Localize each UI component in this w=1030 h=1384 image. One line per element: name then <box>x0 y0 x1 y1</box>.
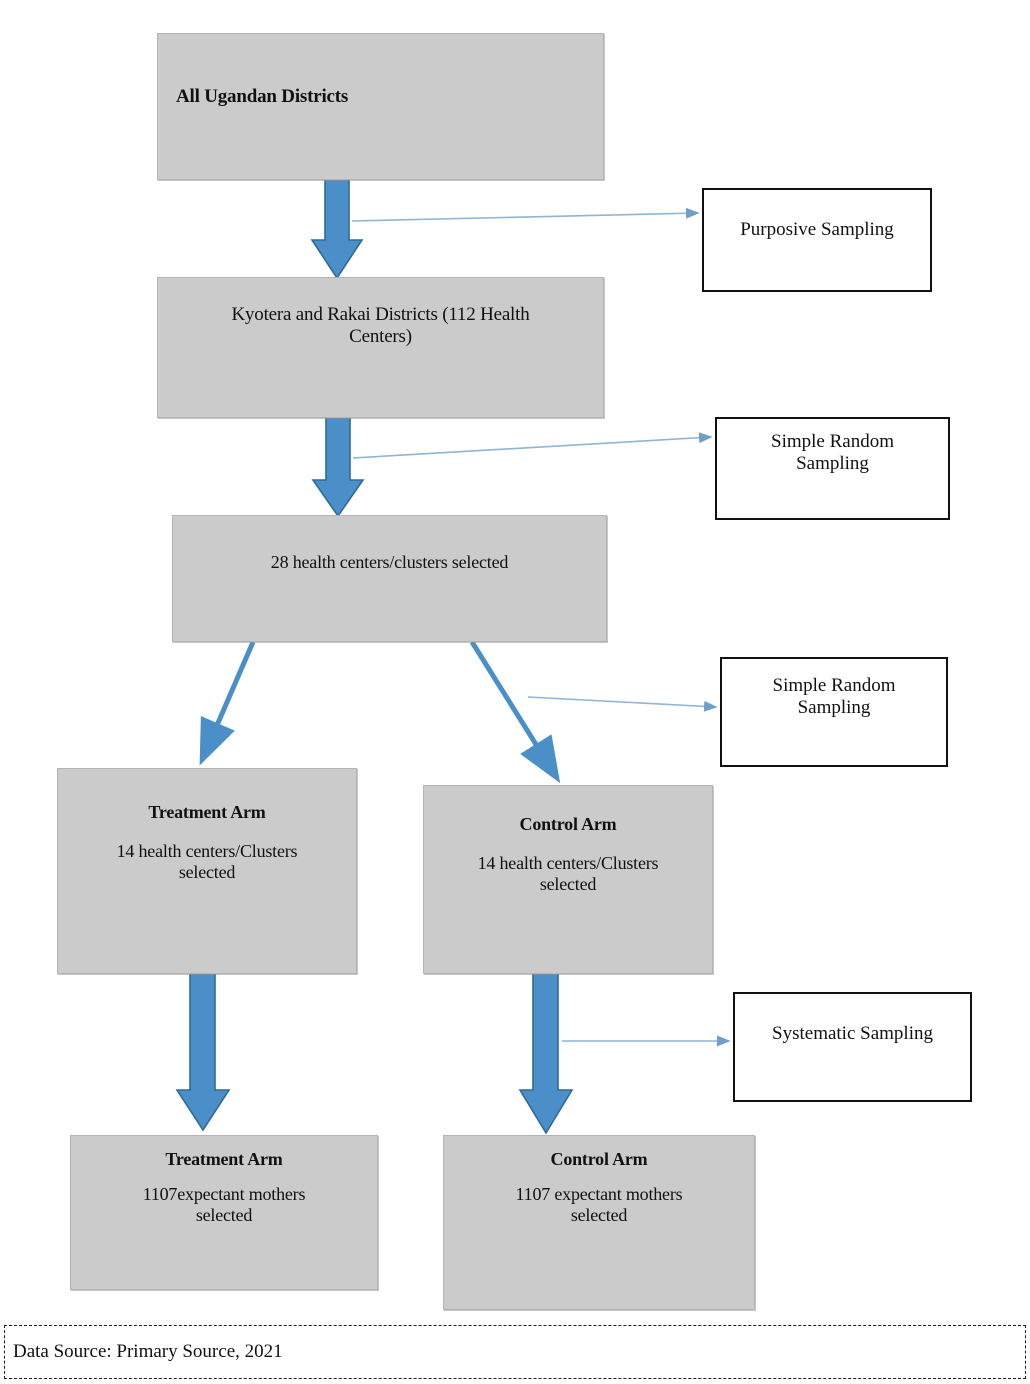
node-label-line2: selected <box>178 862 236 882</box>
block-arrow-kyotera-to-centers <box>311 415 365 518</box>
block-arrow-all-to-kyotera <box>310 177 364 280</box>
node-28-health-centers-selected[interactable]: 28 health centers/clusters selected <box>172 515 607 642</box>
sidebox-simple-random-sampling-1[interactable]: Simple Random Sampling <box>715 417 950 520</box>
node-control-arm-mothers[interactable]: Control Arm 1107 expectant mothers selec… <box>443 1135 755 1310</box>
node-title: Control Arm <box>550 1149 648 1169</box>
sidebox-label-line1: Simple Random <box>771 431 894 452</box>
node-treatment-arm-mothers[interactable]: Treatment Arm 1107expectant mothers sele… <box>70 1135 378 1290</box>
node-label: All Ugandan Districts <box>176 86 349 107</box>
node-label-line1: 1107expectant mothers <box>142 1184 306 1204</box>
thin-arrow-purposive <box>351 207 700 222</box>
sidebox-simple-random-sampling-2[interactable]: Simple Random Sampling <box>720 657 948 767</box>
block-arrow-treatment-down <box>175 971 231 1132</box>
sidebox-label-line1: Systematic Sampling <box>772 1023 933 1044</box>
node-control-arm-clusters[interactable]: Control Arm 14 health centers/Clusters s… <box>423 785 713 974</box>
caption-text: Data Source: Primary Source, 2021 <box>13 1341 283 1362</box>
node-label-line2: selected <box>539 874 597 894</box>
node-all-ugandan-districts[interactable]: All Ugandan Districts <box>157 33 604 180</box>
node-label-line1: 14 health centers/Clusters <box>116 841 298 861</box>
node-title: Treatment Arm <box>148 802 266 822</box>
block-arrow-control-down <box>518 971 574 1135</box>
node-label-line1: 1107 expectant mothers <box>515 1184 683 1204</box>
thin-arrow-simple-random-1 <box>352 432 713 459</box>
node-title: Control Arm <box>519 814 617 834</box>
line-arrow-centers-to-treatment <box>199 641 256 766</box>
node-treatment-arm-clusters[interactable]: Treatment Arm 14 health centers/Clusters… <box>57 768 357 974</box>
sidebox-label-line2: Sampling <box>797 697 871 718</box>
sidebox-label-line1: Simple Random <box>772 675 896 696</box>
sidebox-label-line1: Purposive Sampling <box>740 219 894 240</box>
node-label-line1: Kyotera and Rakai Districts (112 Health <box>231 304 530 325</box>
line-arrow-centers-to-control <box>469 640 561 784</box>
sidebox-systematic-sampling[interactable]: Systematic Sampling <box>733 992 972 1102</box>
node-label-line2: selected <box>570 1205 628 1225</box>
node-label: 28 health centers/clusters selected <box>270 552 509 572</box>
node-label-line2: Centers) <box>349 326 412 347</box>
node-title: Treatment Arm <box>165 1149 283 1169</box>
data-source-caption: Data Source: Primary Source, 2021 <box>4 1325 1026 1379</box>
node-label-line1: 14 health centers/Clusters <box>477 853 659 873</box>
node-kyotera-rakai-districts[interactable]: Kyotera and Rakai Districts (112 Health … <box>157 277 604 418</box>
sidebox-label-line2: Sampling <box>796 453 869 474</box>
sidebox-purposive-sampling[interactable]: Purposive Sampling <box>702 188 932 292</box>
node-label-line2: selected <box>195 1205 253 1225</box>
thin-arrow-simple-random-2 <box>527 696 718 712</box>
